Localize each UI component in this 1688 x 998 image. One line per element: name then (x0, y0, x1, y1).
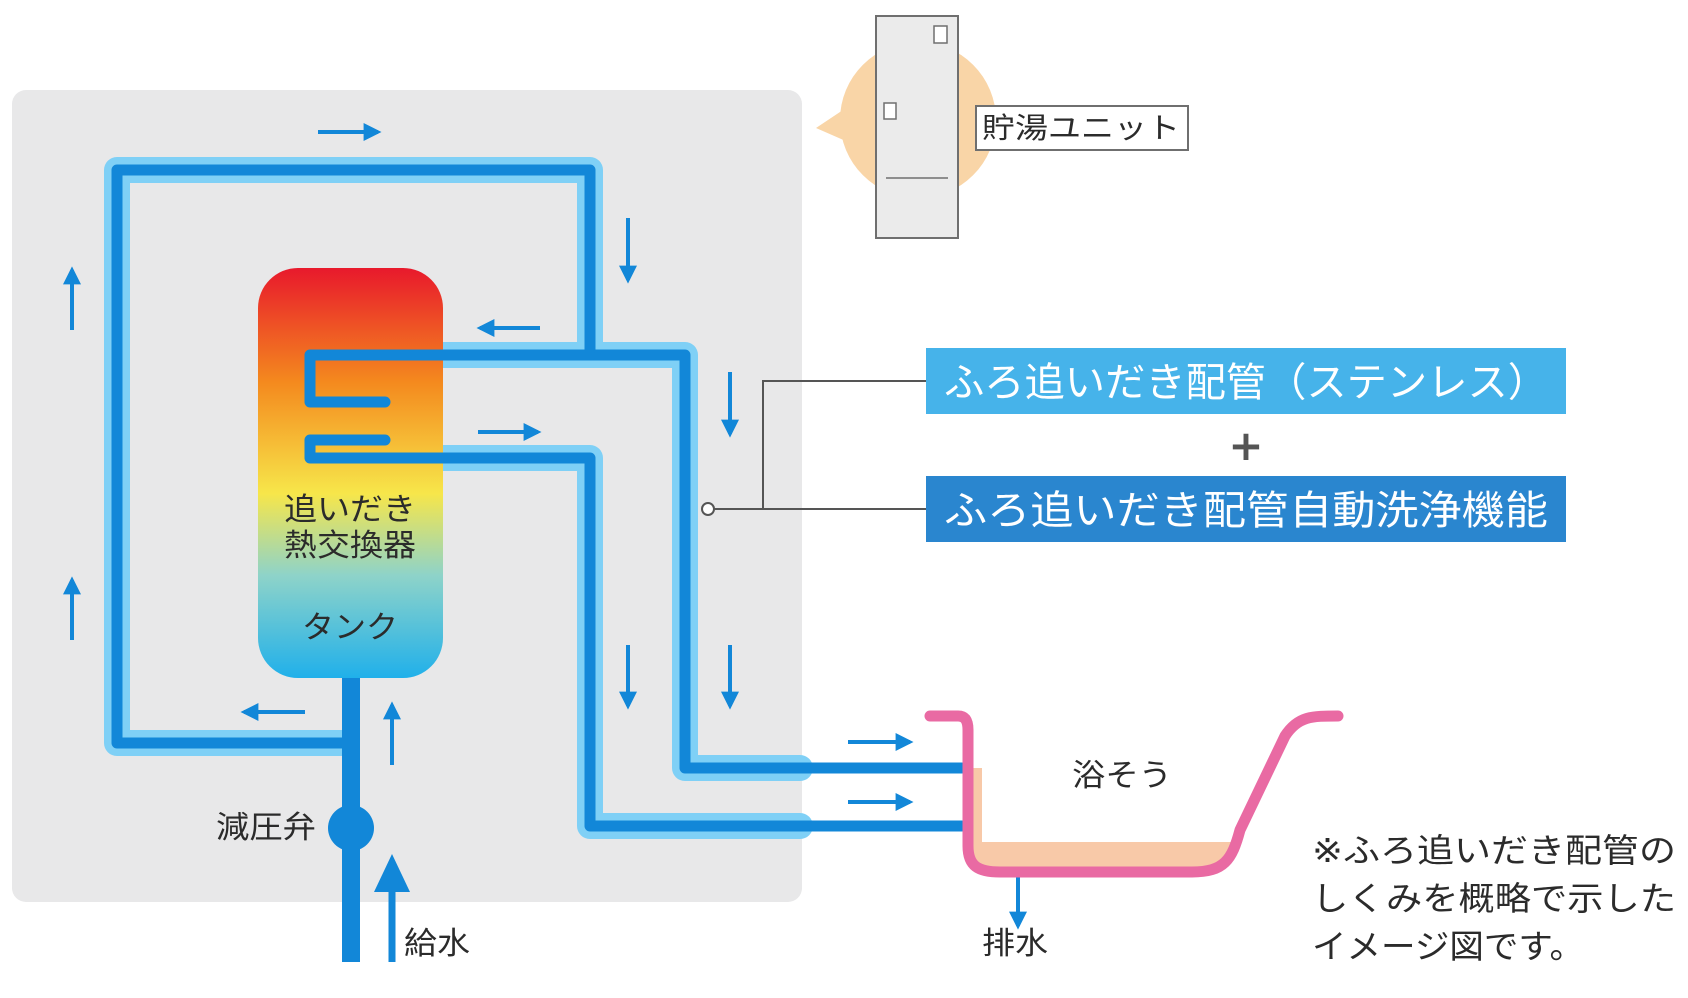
water-supply-label: 給水 (404, 926, 470, 962)
bathtub-label: 浴そう (1072, 758, 1172, 794)
pipe-core (111, 164, 968, 832)
unit-highlight-pointer (816, 108, 848, 142)
tank-label: タンク (302, 610, 398, 646)
banner-bottom (926, 476, 1566, 542)
note-line3: イメージ図です。 (1312, 927, 1584, 966)
unit-indicator-top (933, 25, 948, 44)
callout-anchor-dot (701, 502, 715, 516)
note-line1: ※ふろ追いだき配管の (1312, 831, 1676, 870)
flow-arrows (63, 123, 1027, 930)
unit-label-box (975, 105, 1189, 151)
storage-unit-icon (875, 15, 959, 239)
drain-label: 排水 (982, 926, 1048, 962)
note-line2: しくみを概略で示した (1312, 879, 1676, 918)
banner-top (926, 348, 1566, 414)
pressure-reducing-valve (328, 805, 374, 851)
unit-label: 貯湯ユニット (982, 111, 1180, 145)
tank (258, 268, 443, 678)
unit-indicator-middle (883, 102, 897, 120)
bathtub (924, 710, 1344, 878)
tank-label-line1: 追いだき (284, 492, 416, 528)
valve-label: 減圧弁 (216, 810, 316, 846)
callout-connector (710, 380, 926, 510)
banner-plus: + (1228, 421, 1263, 470)
water-supply-arrow (374, 854, 410, 962)
banner-top-text: ふろ追いだき配管（ステンレス） (944, 360, 1548, 406)
banner-bottom-text: ふろ追いだき配管自動洗浄機能 (944, 488, 1548, 534)
bath-water (966, 768, 1232, 868)
tank-label-line2: 熱交換器 (284, 528, 416, 564)
